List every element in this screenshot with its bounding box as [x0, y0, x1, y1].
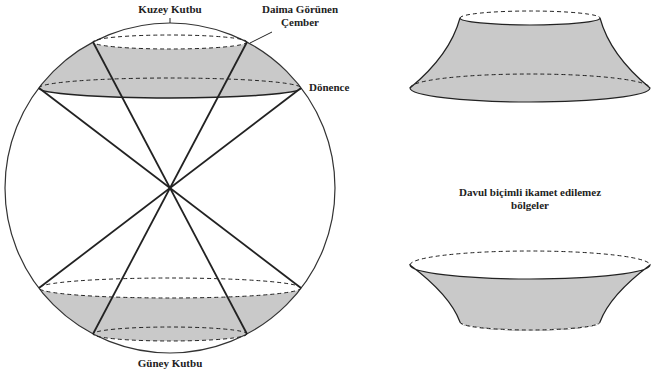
leader-lines	[170, 18, 272, 43]
sphere-outline	[5, 23, 335, 353]
pole-label: Kuzey Kutbu	[138, 3, 201, 16]
cone-lines	[39, 42, 301, 334]
lower-uninhabitable-band	[39, 288, 301, 341]
pole-label: Güney Kutbu	[138, 357, 203, 370]
upper-drum-zone	[410, 11, 650, 102]
zone-caption: Davul biçimli ikamet edilemez bölgeler	[455, 186, 605, 212]
lower-drum-zone	[410, 251, 650, 330]
tropic-label: Dönence	[309, 81, 349, 94]
latitude-circles	[39, 35, 301, 341]
circle-label: Daima Görünen Çember	[250, 3, 350, 29]
